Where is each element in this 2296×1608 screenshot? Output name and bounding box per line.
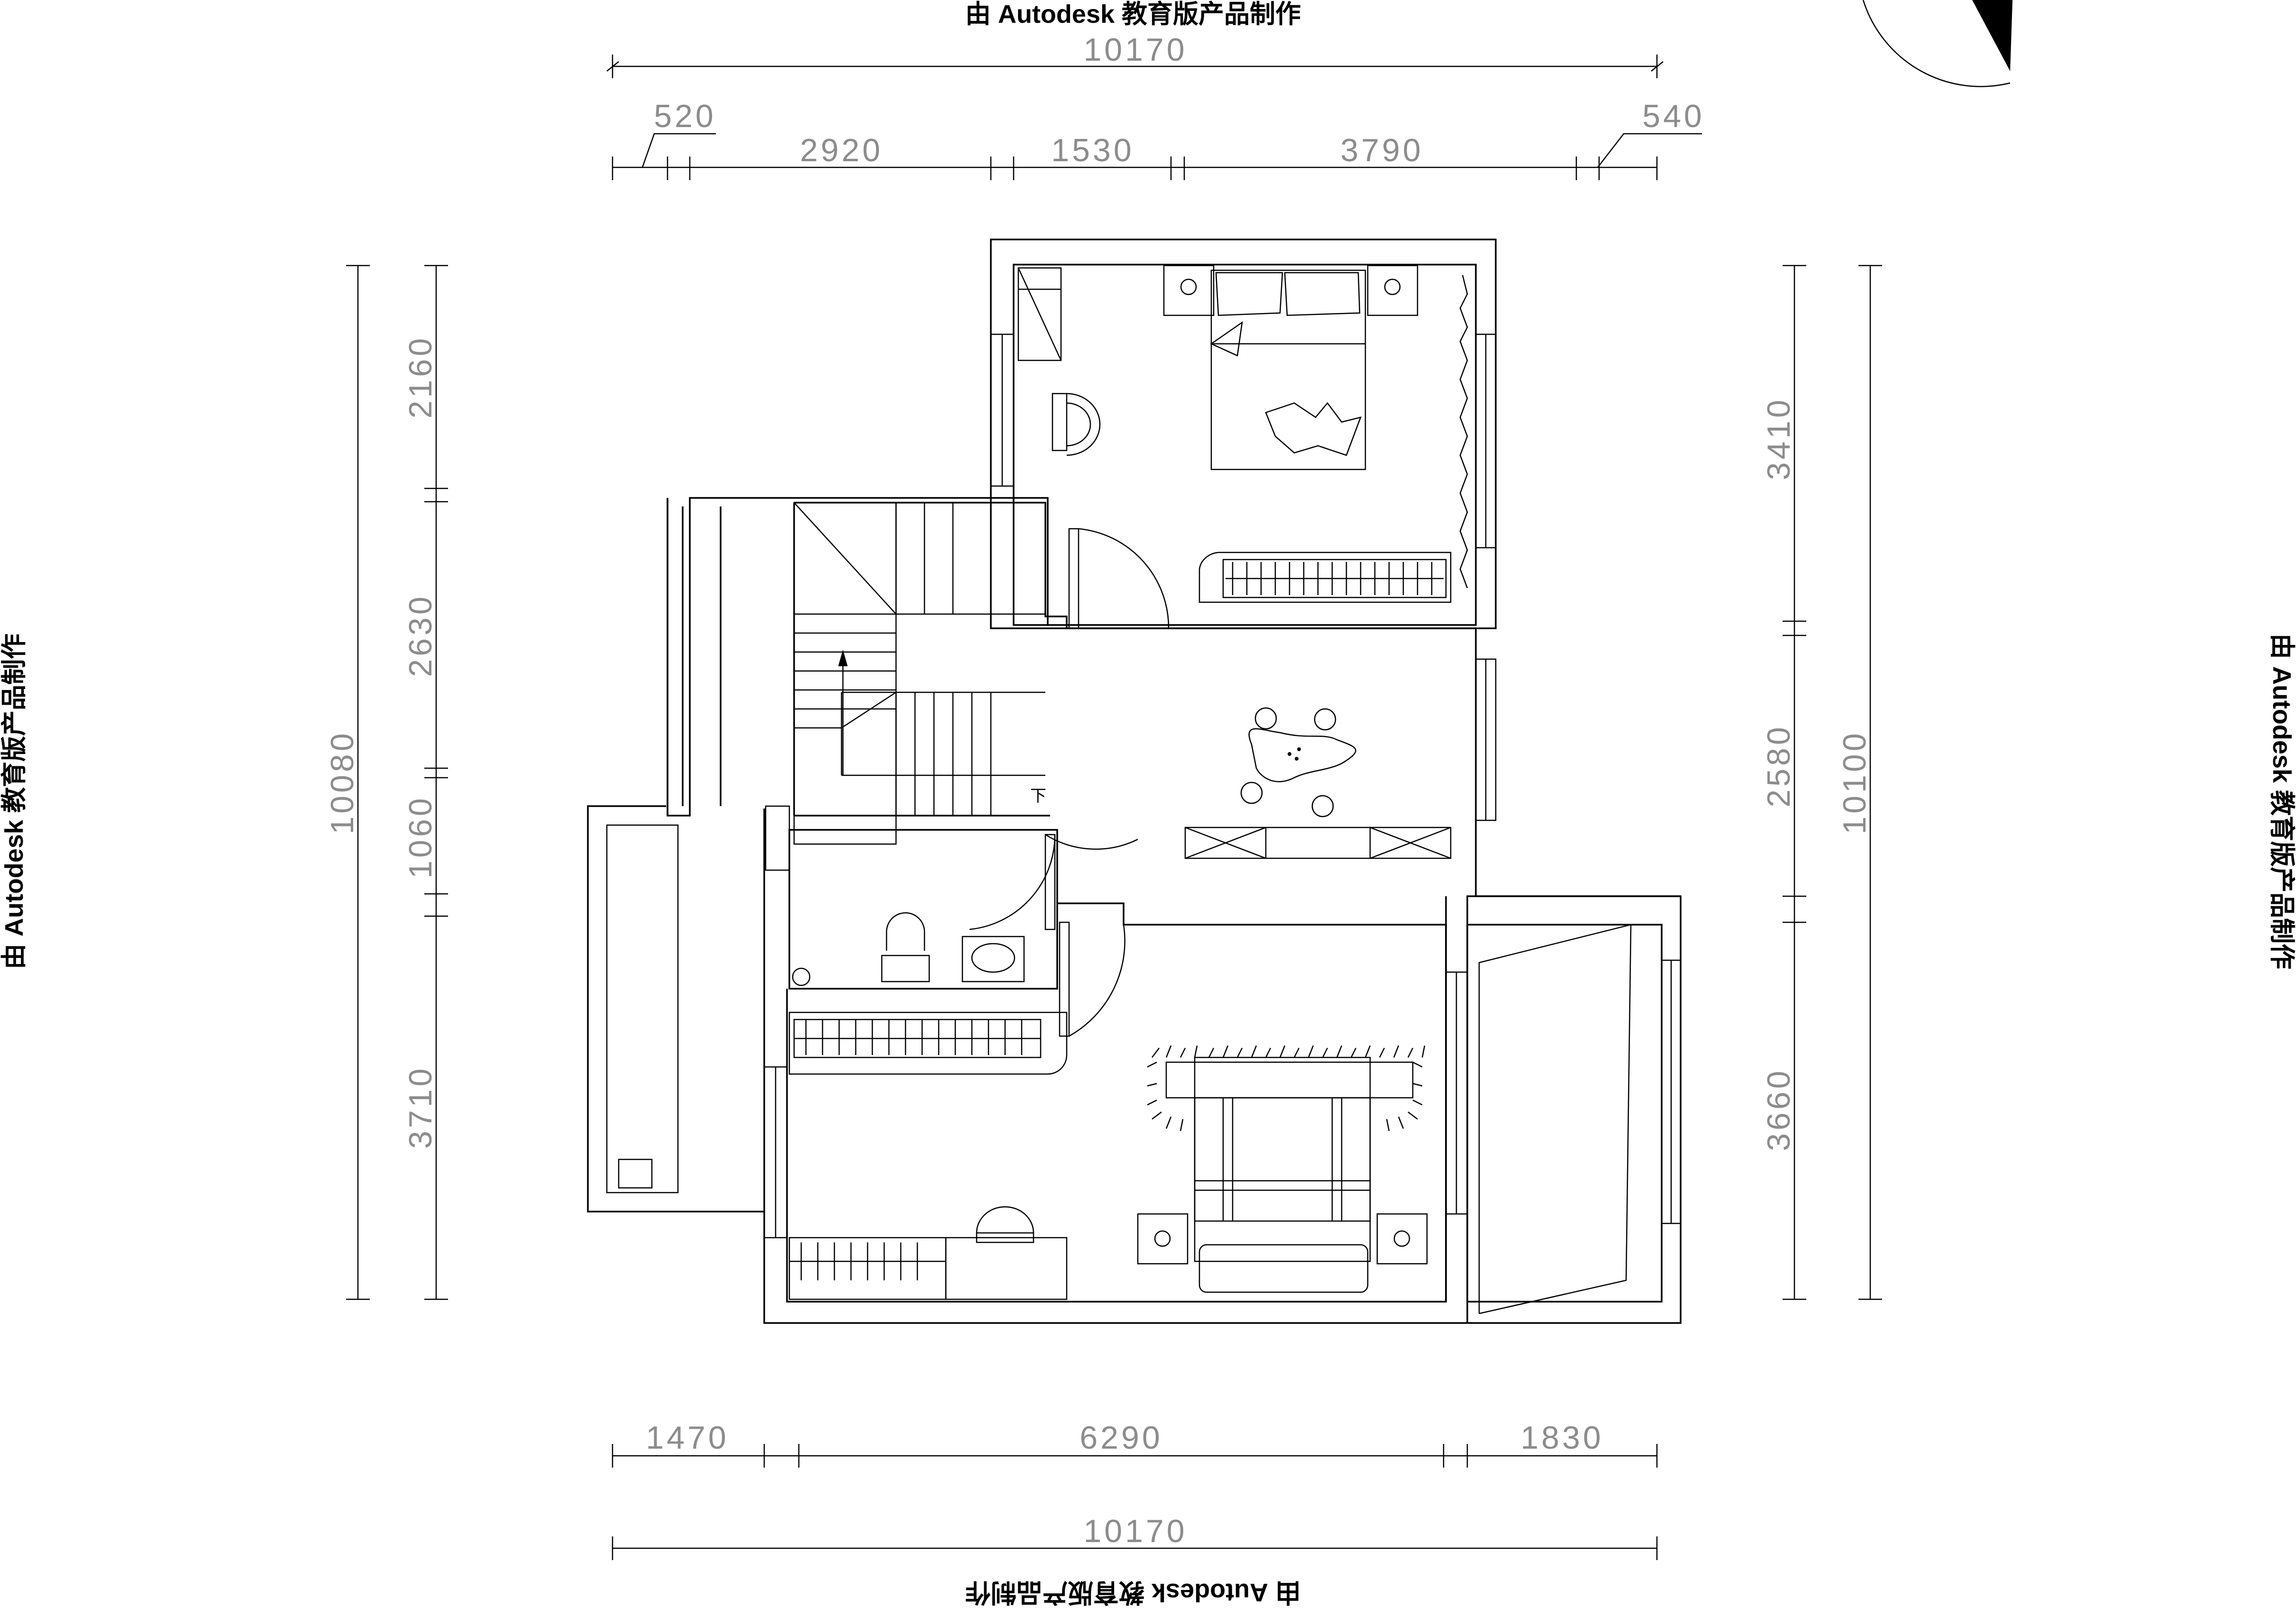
right-dimensions: 3410 2580 3660 10100 <box>1761 265 1882 1300</box>
top-dim-540: 540 <box>1642 98 1704 134</box>
watermark-left: 由 Autodesk 教育版产品制作 <box>0 634 28 969</box>
right-dim-3410: 3410 <box>1761 397 1797 480</box>
bottom-overall-dim: 10170 <box>1083 1513 1187 1549</box>
top-dim-2920: 2920 <box>800 132 883 168</box>
watermark-bottom: 由 Autodesk 教育版产品制作 <box>965 1578 1301 1607</box>
right-dim-2580: 2580 <box>1761 724 1797 807</box>
upper-wardrobe-hangers <box>1226 562 1444 595</box>
right-overall-dim: 10100 <box>1837 730 1873 834</box>
stair-down-label: 下 <box>1030 787 1046 806</box>
left-dim-2630: 2630 <box>402 594 439 677</box>
bottom-dim-6290: 6290 <box>1079 1420 1162 1456</box>
north-arrow-icon <box>1862 0 2012 87</box>
top-dim-3790: 3790 <box>1340 132 1423 168</box>
windows <box>763 333 1682 1239</box>
upper-bedroom-furniture <box>1017 265 1468 603</box>
watermark-right: 由 Autodesk 教育版产品制作 <box>2268 634 2296 969</box>
rug-fringe <box>1147 1045 1426 1131</box>
left-dim-3710: 3710 <box>402 1066 439 1149</box>
staircase: 下 <box>793 502 1046 845</box>
left-dim-2160: 2160 <box>402 335 439 418</box>
bathroom-fixtures <box>792 912 1025 986</box>
right-dim-3660: 3660 <box>1761 1068 1797 1151</box>
lower-bedroom-furniture <box>788 1011 1428 1300</box>
lower-wardrobe-hangers-2 <box>789 1242 946 1280</box>
top-overall-dim: 10170 <box>1083 32 1187 68</box>
left-dim-1060: 1060 <box>402 795 439 878</box>
top-dim-1530: 1530 <box>1051 132 1134 168</box>
lower-wardrobe-hangers <box>794 1020 1041 1055</box>
lounge-furniture <box>1184 707 1452 859</box>
doors <box>969 528 1170 1037</box>
watermark-top: 由 Autodesk 教育版产品制作 <box>965 0 1301 28</box>
top-dim-520: 520 <box>654 98 716 134</box>
left-overall-dim: 10080 <box>324 730 360 834</box>
bottom-dimensions: 1470 6290 1830 10170 <box>612 1420 1658 1560</box>
building-walls <box>587 239 1682 1324</box>
bottom-dim-1830: 1830 <box>1520 1420 1603 1456</box>
left-dimensions: 10080 2160 2630 1060 3710 <box>324 265 448 1300</box>
top-dimensions: 10170 520 2920 1530 3790 540 <box>606 32 1704 180</box>
bottom-dim-1470: 1470 <box>646 1420 729 1456</box>
